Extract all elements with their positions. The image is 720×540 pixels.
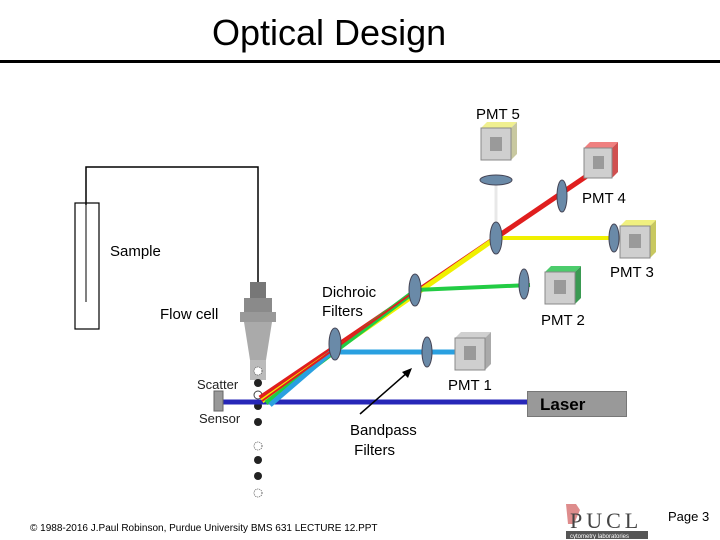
filter-elements xyxy=(328,174,620,368)
pmt-4-box xyxy=(583,142,618,179)
pmt-2-label: PMT 2 xyxy=(541,312,585,329)
scatter-label: Scatter xyxy=(197,377,239,392)
logo-subtext: cytometry laboratories xyxy=(570,534,629,540)
sensor-label: Sensor xyxy=(199,411,241,426)
scatter-sensor xyxy=(213,390,224,412)
page-title: Optical Design xyxy=(212,12,447,53)
title-rule-end xyxy=(602,60,720,63)
laser-label: Laser xyxy=(540,395,586,414)
pmt-1-label: PMT 1 xyxy=(448,377,492,394)
pmt-5-label: PMT 5 xyxy=(476,106,520,123)
copyright-footer: © 1988-2016 J.Paul Robinson, Purdue Univ… xyxy=(30,523,378,534)
pmt-1-box xyxy=(454,332,491,371)
logo-text: PUCL xyxy=(570,508,642,533)
pmt-2-box xyxy=(544,266,581,305)
laser-box: Laser xyxy=(527,391,627,417)
pucl-logo: PUCL cytometry laboratories xyxy=(564,500,650,540)
dichroic-filters-label: Dichroic Filters xyxy=(322,284,377,320)
sample-tube xyxy=(74,166,259,330)
sample-label: Sample xyxy=(110,243,161,260)
droplet-stream xyxy=(253,366,263,498)
pmt-3-label: PMT 3 xyxy=(610,264,654,281)
title-rule xyxy=(0,60,720,63)
pmt-5-box xyxy=(480,122,517,161)
bandpass-arrow xyxy=(359,368,412,415)
flow-cell-label: Flow cell xyxy=(160,306,219,323)
page-number: Page 3 xyxy=(668,509,710,524)
pmt-3-box xyxy=(619,220,656,259)
pmt-4-label: PMT 4 xyxy=(582,190,626,207)
flow-cell xyxy=(240,282,276,380)
bandpass-filters-label: Bandpass Filters xyxy=(350,422,417,459)
